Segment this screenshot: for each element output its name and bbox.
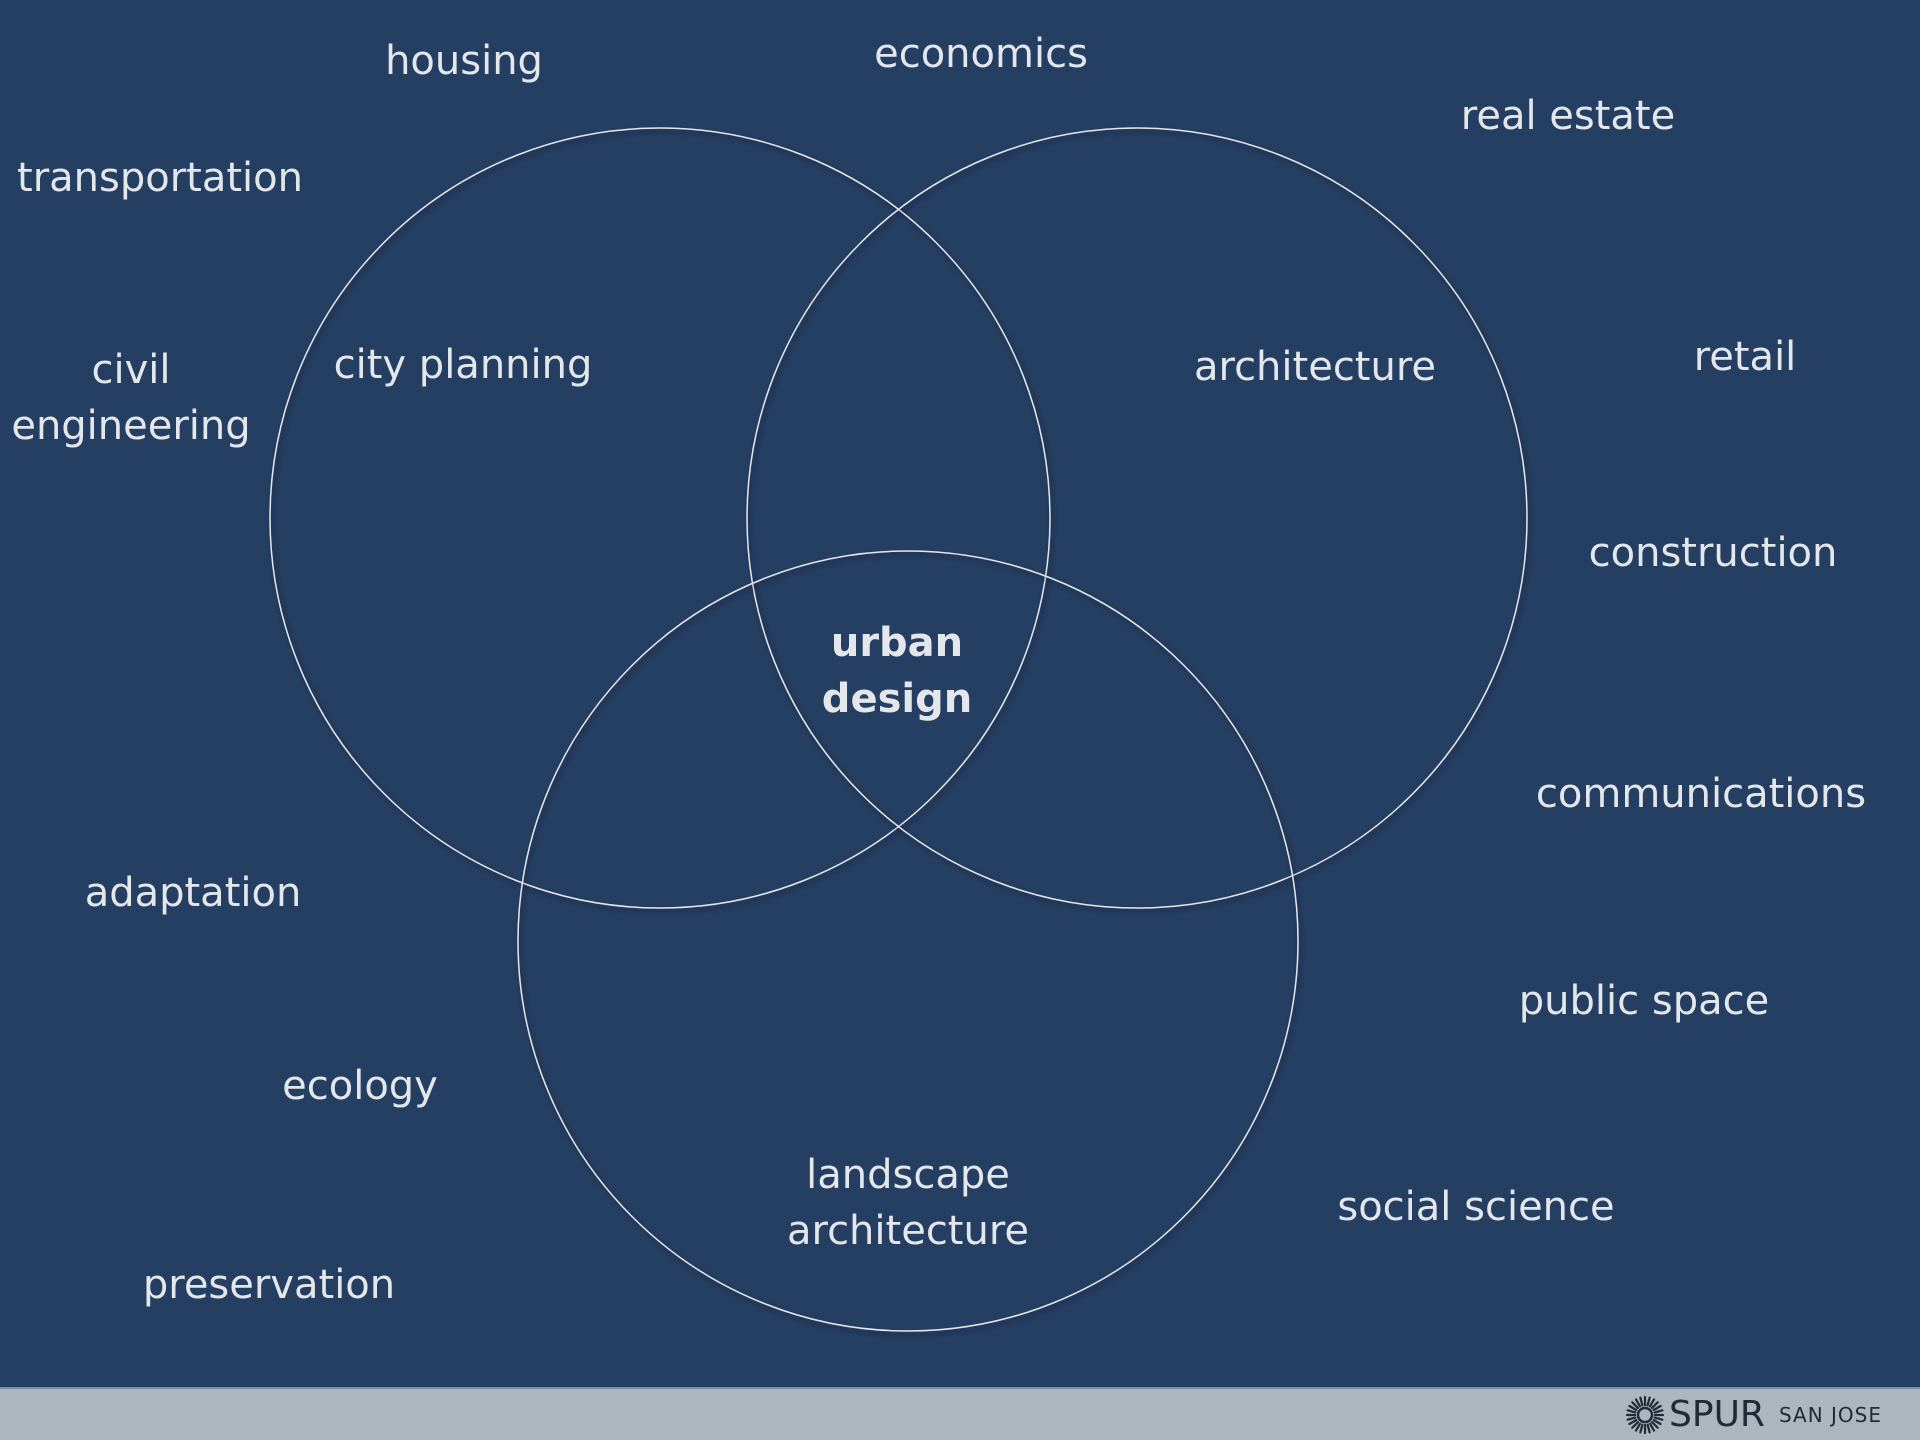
label-architecture: architecture xyxy=(1193,344,1437,390)
sunburst-ray xyxy=(1631,1401,1640,1410)
label-housing: housing xyxy=(385,38,543,84)
sunburst-ray xyxy=(1653,1409,1664,1414)
logo-subtext: SAN JOSE xyxy=(1778,1403,1882,1427)
label-retail: retail xyxy=(1693,334,1797,380)
label-civil-engineering: civil engineering xyxy=(11,342,250,454)
label-construction: construction xyxy=(1588,530,1838,576)
label-social-science: social science xyxy=(1337,1184,1615,1230)
spur-logo: SPUR SAN JOSE xyxy=(1625,1395,1882,1435)
label-preservation: preservation xyxy=(142,1262,396,1308)
sunburst-ray xyxy=(1646,1396,1651,1407)
sunburst-ray xyxy=(1639,1423,1644,1434)
sunburst-ray xyxy=(1650,1420,1659,1429)
label-public-space: public space xyxy=(1518,978,1770,1024)
label-urban-line: urban xyxy=(830,620,964,666)
label-design-line: design xyxy=(821,676,973,722)
sunburst-ray xyxy=(1626,1416,1637,1421)
sunburst-ray xyxy=(1628,1418,1638,1426)
sunburst-ray xyxy=(1634,1422,1642,1432)
circle-landscape-architecture xyxy=(517,550,1299,1332)
footer-bar: SPUR SAN JOSE xyxy=(0,1387,1920,1440)
label-urban-design: urban design xyxy=(822,615,972,727)
venn-circles xyxy=(269,127,1528,1332)
sunburst-ray xyxy=(1646,1423,1651,1434)
sunburst-ray xyxy=(1648,1398,1656,1408)
label-landscape-architecture: landscape architecture xyxy=(787,1147,1029,1259)
sunburst-ray xyxy=(1626,1409,1637,1414)
sunburst-ray xyxy=(1634,1398,1642,1408)
label-civil-line: civil xyxy=(91,347,171,393)
circle-city-planning xyxy=(269,127,1051,909)
label-real-estate: real estate xyxy=(1460,93,1676,139)
label-transportation: transportation xyxy=(17,155,303,201)
label-ecology: ecology xyxy=(282,1063,438,1109)
label-landscape-line1: landscape xyxy=(806,1152,1010,1198)
label-engineering-line: engineering xyxy=(11,403,251,449)
logo-text: SPUR xyxy=(1669,1394,1765,1435)
sunburst-ray xyxy=(1631,1420,1640,1429)
label-economics: economics xyxy=(874,31,1088,77)
label-city-planning: city planning xyxy=(333,342,593,388)
label-communications: communications xyxy=(1535,771,1867,817)
sunburst-ray xyxy=(1628,1404,1638,1412)
sunburst-ray xyxy=(1648,1422,1656,1432)
sunburst-ray xyxy=(1639,1396,1644,1407)
label-adaptation: adaptation xyxy=(84,870,302,916)
label-landscape-line2: architecture xyxy=(786,1208,1030,1254)
sunburst-icon xyxy=(1625,1395,1665,1435)
sunburst-ray xyxy=(1650,1401,1659,1410)
sunburst-ray xyxy=(1653,1416,1664,1421)
circle-architecture xyxy=(746,127,1528,909)
sunburst-ray xyxy=(1652,1418,1662,1426)
sunburst-ray xyxy=(1652,1404,1662,1412)
